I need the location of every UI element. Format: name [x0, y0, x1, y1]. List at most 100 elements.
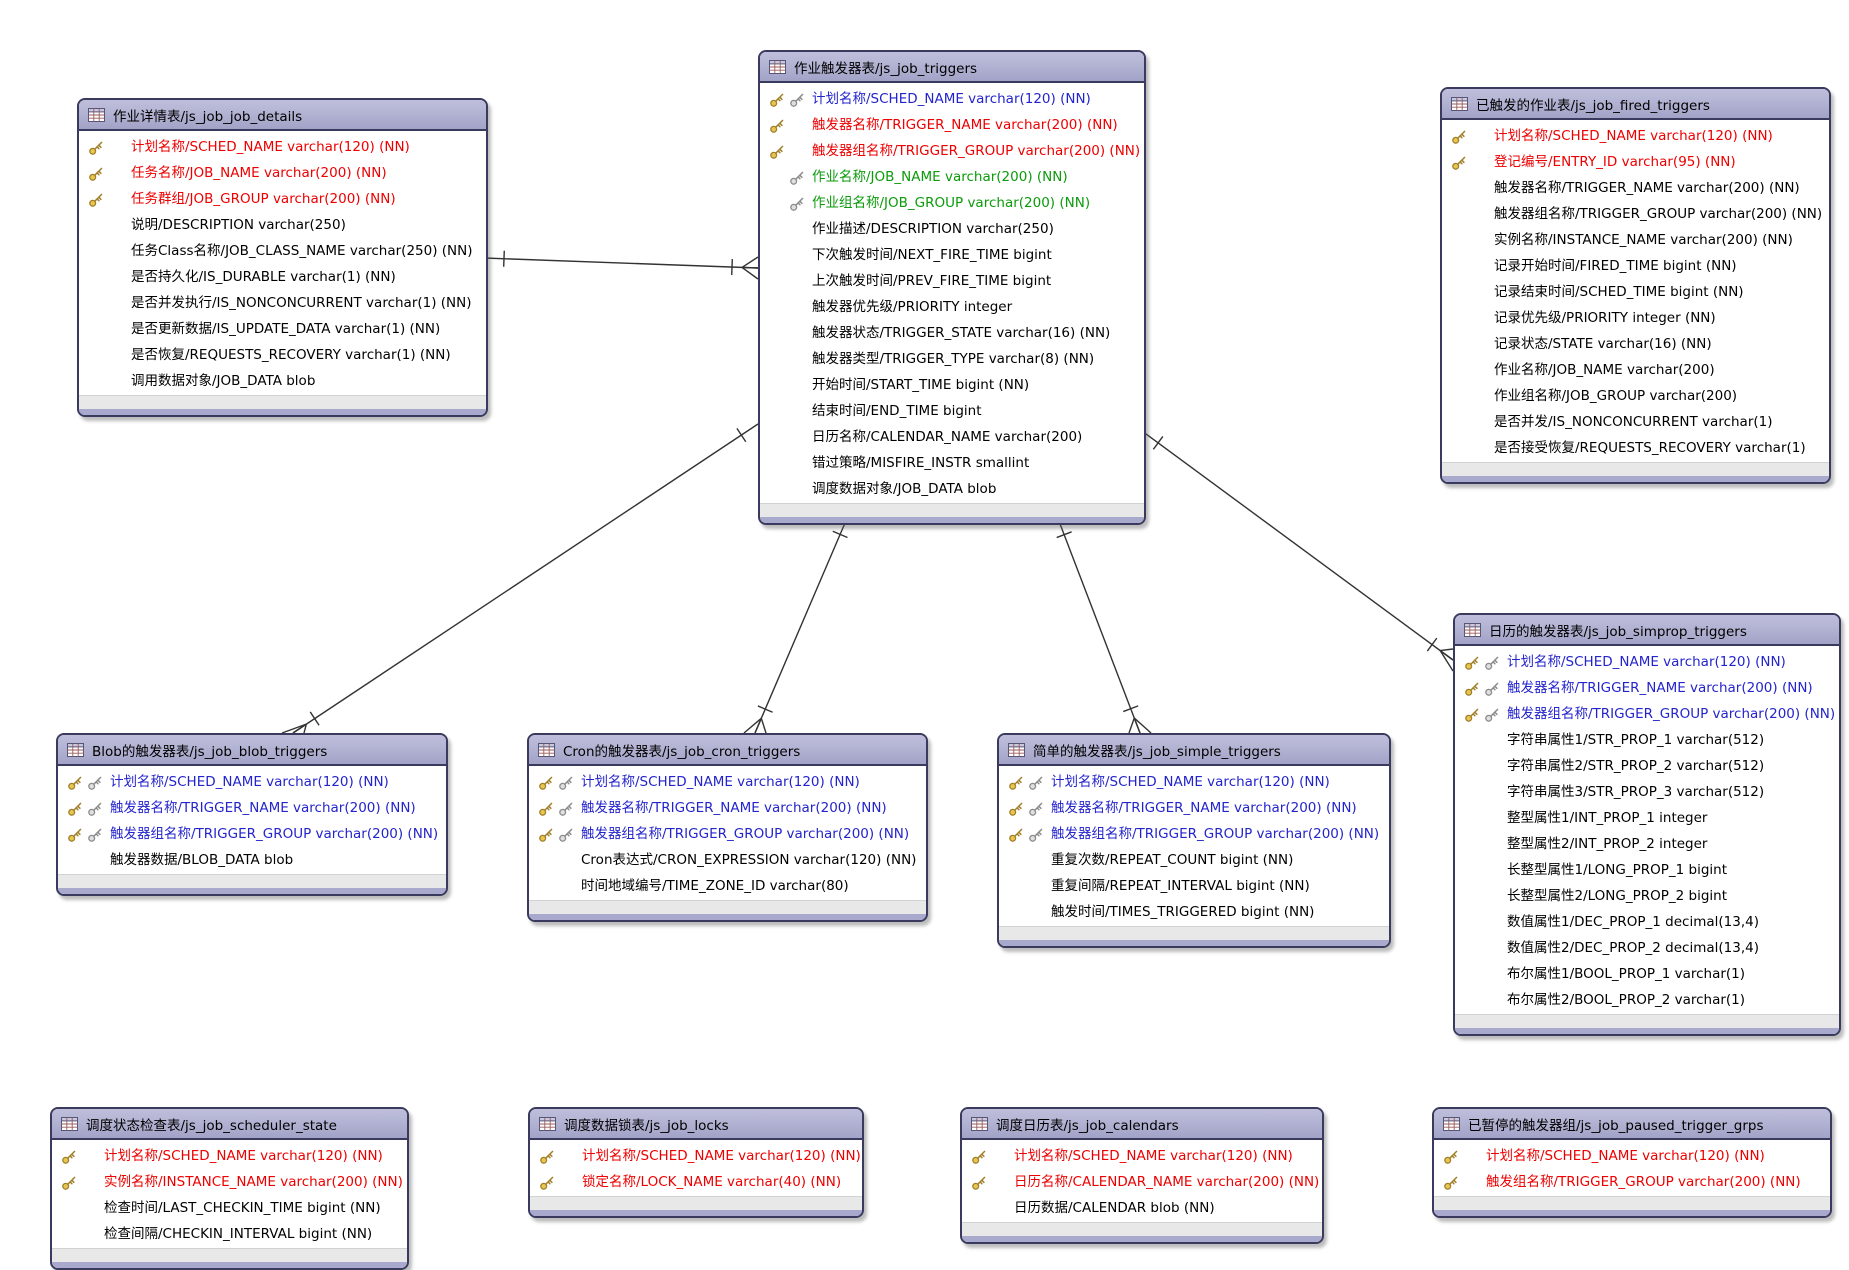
table-header[interactable]: Blob的触发器表/js_job_blob_triggers: [58, 735, 446, 766]
column-row[interactable]: 实例名称/INSTANCE_NAME varchar(200) (NN): [52, 1168, 407, 1194]
column-row[interactable]: 计划名称/SCHED_NAME varchar(120) (NN): [760, 85, 1144, 111]
column-row[interactable]: 调度数据对象/JOB_DATA blob: [760, 475, 1144, 501]
column-row[interactable]: 计划名称/SCHED_NAME varchar(120) (NN): [1434, 1142, 1830, 1168]
table-header[interactable]: 日历的触发器表/js_job_simprop_triggers: [1455, 615, 1839, 646]
column-row[interactable]: 字符串属性1/STR_PROP_1 varchar(512): [1455, 726, 1839, 752]
column-row[interactable]: 调用数据对象/JOB_DATA blob: [79, 367, 486, 393]
column-row[interactable]: 触发器状态/TRIGGER_STATE varchar(16) (NN): [760, 319, 1144, 345]
column-row[interactable]: 触发组名称/TRIGGER_GROUP varchar(200) (NN): [1434, 1168, 1830, 1194]
column-row[interactable]: 触发器名称/TRIGGER_NAME varchar(200) (NN): [760, 111, 1144, 137]
relationship-js_job_triggers-js_job_simple_triggers[interactable]: [1056, 515, 1152, 734]
column-row[interactable]: 数值属性2/DEC_PROP_2 decimal(13,4): [1455, 934, 1839, 960]
column-row[interactable]: 是否并发执行/IS_NONCONCURRENT varchar(1) (NN): [79, 289, 486, 315]
column-row[interactable]: 是否持久化/IS_DURABLE varchar(1) (NN): [79, 263, 486, 289]
column-row[interactable]: 日历数据/CALENDAR blob (NN): [962, 1194, 1322, 1220]
column-row[interactable]: 触发时间/TIMES_TRIGGERED bigint (NN): [999, 898, 1389, 924]
column-row[interactable]: 触发器名称/TRIGGER_NAME varchar(200) (NN): [1442, 174, 1829, 200]
column-row[interactable]: 错过策略/MISFIRE_INSTR smallint: [760, 449, 1144, 475]
column-row[interactable]: 登记编号/ENTRY_ID varchar(95) (NN): [1442, 148, 1829, 174]
column-row[interactable]: 触发器名称/TRIGGER_NAME varchar(200) (NN): [529, 794, 926, 820]
column-row[interactable]: 检查间隔/CHECKIN_INTERVAL bigint (NN): [52, 1220, 407, 1246]
relationship-js_job_triggers-js_job_cron_triggers[interactable]: [743, 515, 849, 734]
relationship-js_job_triggers-js_job_blob_triggers[interactable]: [281, 423, 759, 734]
column-row[interactable]: 数值属性1/DEC_PROP_1 decimal(13,4): [1455, 908, 1839, 934]
table-header[interactable]: 作业详情表/js_job_job_details: [79, 100, 486, 131]
column-row[interactable]: 作业组名称/JOB_GROUP varchar(200) (NN): [760, 189, 1144, 215]
column-row[interactable]: 触发器组名称/TRIGGER_GROUP varchar(200) (NN): [58, 820, 446, 846]
table-header[interactable]: 已触发的作业表/js_job_fired_triggers: [1442, 89, 1829, 120]
column-row[interactable]: 记录状态/STATE varchar(16) (NN): [1442, 330, 1829, 356]
table-header[interactable]: 调度状态检查表/js_job_scheduler_state: [52, 1109, 407, 1140]
table-header[interactable]: 作业触发器表/js_job_triggers: [760, 52, 1144, 83]
column-row[interactable]: 计划名称/SCHED_NAME varchar(120) (NN): [1442, 122, 1829, 148]
column-row[interactable]: 上次触发时间/PREV_FIRE_TIME bigint: [760, 267, 1144, 293]
column-row[interactable]: 实例名称/INSTANCE_NAME varchar(200) (NN): [1442, 226, 1829, 252]
column-row[interactable]: 长整型属性1/LONG_PROP_1 bigint: [1455, 856, 1839, 882]
column-row[interactable]: 触发器名称/TRIGGER_NAME varchar(200) (NN): [999, 794, 1389, 820]
column-row[interactable]: 日历名称/CALENDAR_NAME varchar(200) (NN): [962, 1168, 1322, 1194]
column-row[interactable]: 计划名称/SCHED_NAME varchar(120) (NN): [1455, 648, 1839, 674]
relationship-js_job_triggers-js_job_simprop_triggers[interactable]: [1141, 430, 1454, 672]
column-row[interactable]: 计划名称/SCHED_NAME varchar(120) (NN): [999, 768, 1389, 794]
column-row[interactable]: 记录优先级/PRIORITY integer (NN): [1442, 304, 1829, 330]
column-row[interactable]: 记录结束时间/SCHED_TIME bigint (NN): [1442, 278, 1829, 304]
column-row[interactable]: 日历名称/CALENDAR_NAME varchar(200): [760, 423, 1144, 449]
column-row[interactable]: 是否恢复/REQUESTS_RECOVERY varchar(1) (NN): [79, 341, 486, 367]
column-row[interactable]: 作业描述/DESCRIPTION varchar(250): [760, 215, 1144, 241]
column-row[interactable]: 整型属性1/INT_PROP_1 integer: [1455, 804, 1839, 830]
column-row[interactable]: 锁定名称/LOCK_NAME varchar(40) (NN): [530, 1168, 862, 1194]
column-row[interactable]: 触发器名称/TRIGGER_NAME varchar(200) (NN): [1455, 674, 1839, 700]
table-header[interactable]: Cron的触发器表/js_job_cron_triggers: [529, 735, 926, 766]
column-row[interactable]: 任务群组/JOB_GROUP varchar(200) (NN): [79, 185, 486, 211]
column-row[interactable]: 重复间隔/REPEAT_INTERVAL bigint (NN): [999, 872, 1389, 898]
column-row[interactable]: 是否并发/IS_NONCONCURRENT varchar(1): [1442, 408, 1829, 434]
column-row[interactable]: 计划名称/SCHED_NAME varchar(120) (NN): [58, 768, 446, 794]
relationship-js_job_job_details-js_job_triggers[interactable]: [483, 250, 759, 280]
column-row[interactable]: 计划名称/SCHED_NAME varchar(120) (NN): [530, 1142, 862, 1168]
column-row[interactable]: 任务Class名称/JOB_CLASS_NAME varchar(250) (N…: [79, 237, 486, 263]
column-row[interactable]: 长整型属性2/LONG_PROP_2 bigint: [1455, 882, 1839, 908]
column-row[interactable]: 计划名称/SCHED_NAME varchar(120) (NN): [962, 1142, 1322, 1168]
column-row[interactable]: 触发器组名称/TRIGGER_GROUP varchar(200) (NN): [529, 820, 926, 846]
column-row[interactable]: 字符串属性2/STR_PROP_2 varchar(512): [1455, 752, 1839, 778]
column-row[interactable]: 触发器优先级/PRIORITY integer: [760, 293, 1144, 319]
column-row[interactable]: 任务名称/JOB_NAME varchar(200) (NN): [79, 159, 486, 185]
column-row[interactable]: 记录开始时间/FIRED_TIME bigint (NN): [1442, 252, 1829, 278]
table-header[interactable]: 简单的触发器表/js_job_simple_triggers: [999, 735, 1389, 766]
column-row[interactable]: 是否更新数据/IS_UPDATE_DATA varchar(1) (NN): [79, 315, 486, 341]
column-row[interactable]: 下次触发时间/NEXT_FIRE_TIME bigint: [760, 241, 1144, 267]
table-header[interactable]: 已暂停的触发器组/js_job_paused_trigger_grps: [1434, 1109, 1830, 1140]
column-row[interactable]: 触发器组名称/TRIGGER_GROUP varchar(200) (NN): [1442, 200, 1829, 226]
table-header[interactable]: 调度数据锁表/js_job_locks: [530, 1109, 862, 1140]
column-row[interactable]: 重复次数/REPEAT_COUNT bigint (NN): [999, 846, 1389, 872]
column-row[interactable]: Cron表达式/CRON_EXPRESSION varchar(120) (NN…: [529, 846, 926, 872]
column-row[interactable]: 布尔属性1/BOOL_PROP_1 varchar(1): [1455, 960, 1839, 986]
column-row[interactable]: 开始时间/START_TIME bigint (NN): [760, 371, 1144, 397]
column-row[interactable]: 作业名称/JOB_NAME varchar(200) (NN): [760, 163, 1144, 189]
column-row[interactable]: 结束时间/END_TIME bigint: [760, 397, 1144, 423]
column-row[interactable]: 布尔属性2/BOOL_PROP_2 varchar(1): [1455, 986, 1839, 1012]
column-row[interactable]: 计划名称/SCHED_NAME varchar(120) (NN): [52, 1142, 407, 1168]
column-row[interactable]: 说明/DESCRIPTION varchar(250): [79, 211, 486, 237]
table-header[interactable]: 调度日历表/js_job_calendars: [962, 1109, 1322, 1140]
column-row[interactable]: 检查时间/LAST_CHECKIN_TIME bigint (NN): [52, 1194, 407, 1220]
column-row[interactable]: 计划名称/SCHED_NAME varchar(120) (NN): [529, 768, 926, 794]
column-row[interactable]: 时间地域编号/TIME_ZONE_ID varchar(80): [529, 872, 926, 898]
column-row[interactable]: 计划名称/SCHED_NAME varchar(120) (NN): [79, 133, 486, 159]
column-row[interactable]: 触发器名称/TRIGGER_NAME varchar(200) (NN): [58, 794, 446, 820]
column-row[interactable]: 触发器类型/TRIGGER_TYPE varchar(8) (NN): [760, 345, 1144, 371]
column-row[interactable]: 作业组名称/JOB_GROUP varchar(200): [1442, 382, 1829, 408]
column-row[interactable]: 字符串属性3/STR_PROP_3 varchar(512): [1455, 778, 1839, 804]
column-row[interactable]: 触发器组名称/TRIGGER_GROUP varchar(200) (NN): [1455, 700, 1839, 726]
